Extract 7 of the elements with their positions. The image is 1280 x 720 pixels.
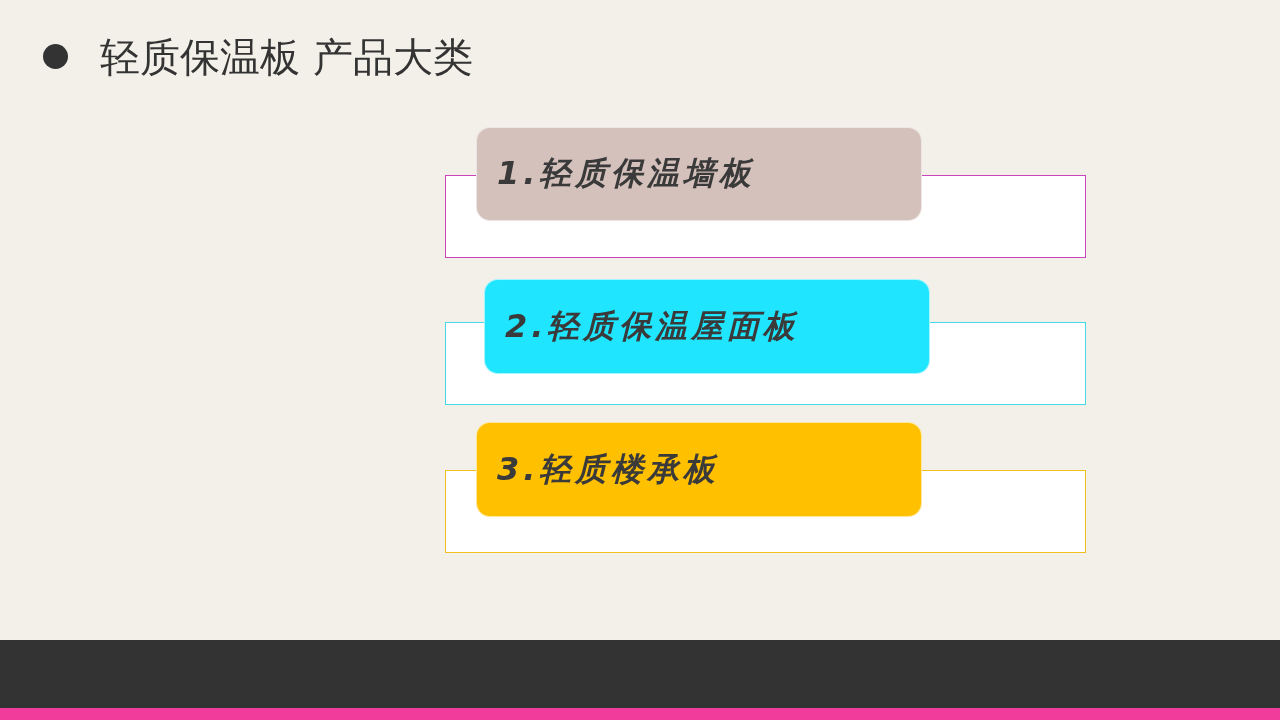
slide-title: 轻质保温板 产品大类 [100, 33, 473, 82]
category-label: 3.轻质楼承板 [497, 448, 720, 490]
category-label: 1.轻质保温墙板 [497, 153, 756, 194]
category-tab [476, 127, 922, 221]
category-tab [484, 279, 930, 374]
category-tab [476, 422, 922, 517]
category-label: 2.轻质保温屋面板 [505, 305, 800, 347]
